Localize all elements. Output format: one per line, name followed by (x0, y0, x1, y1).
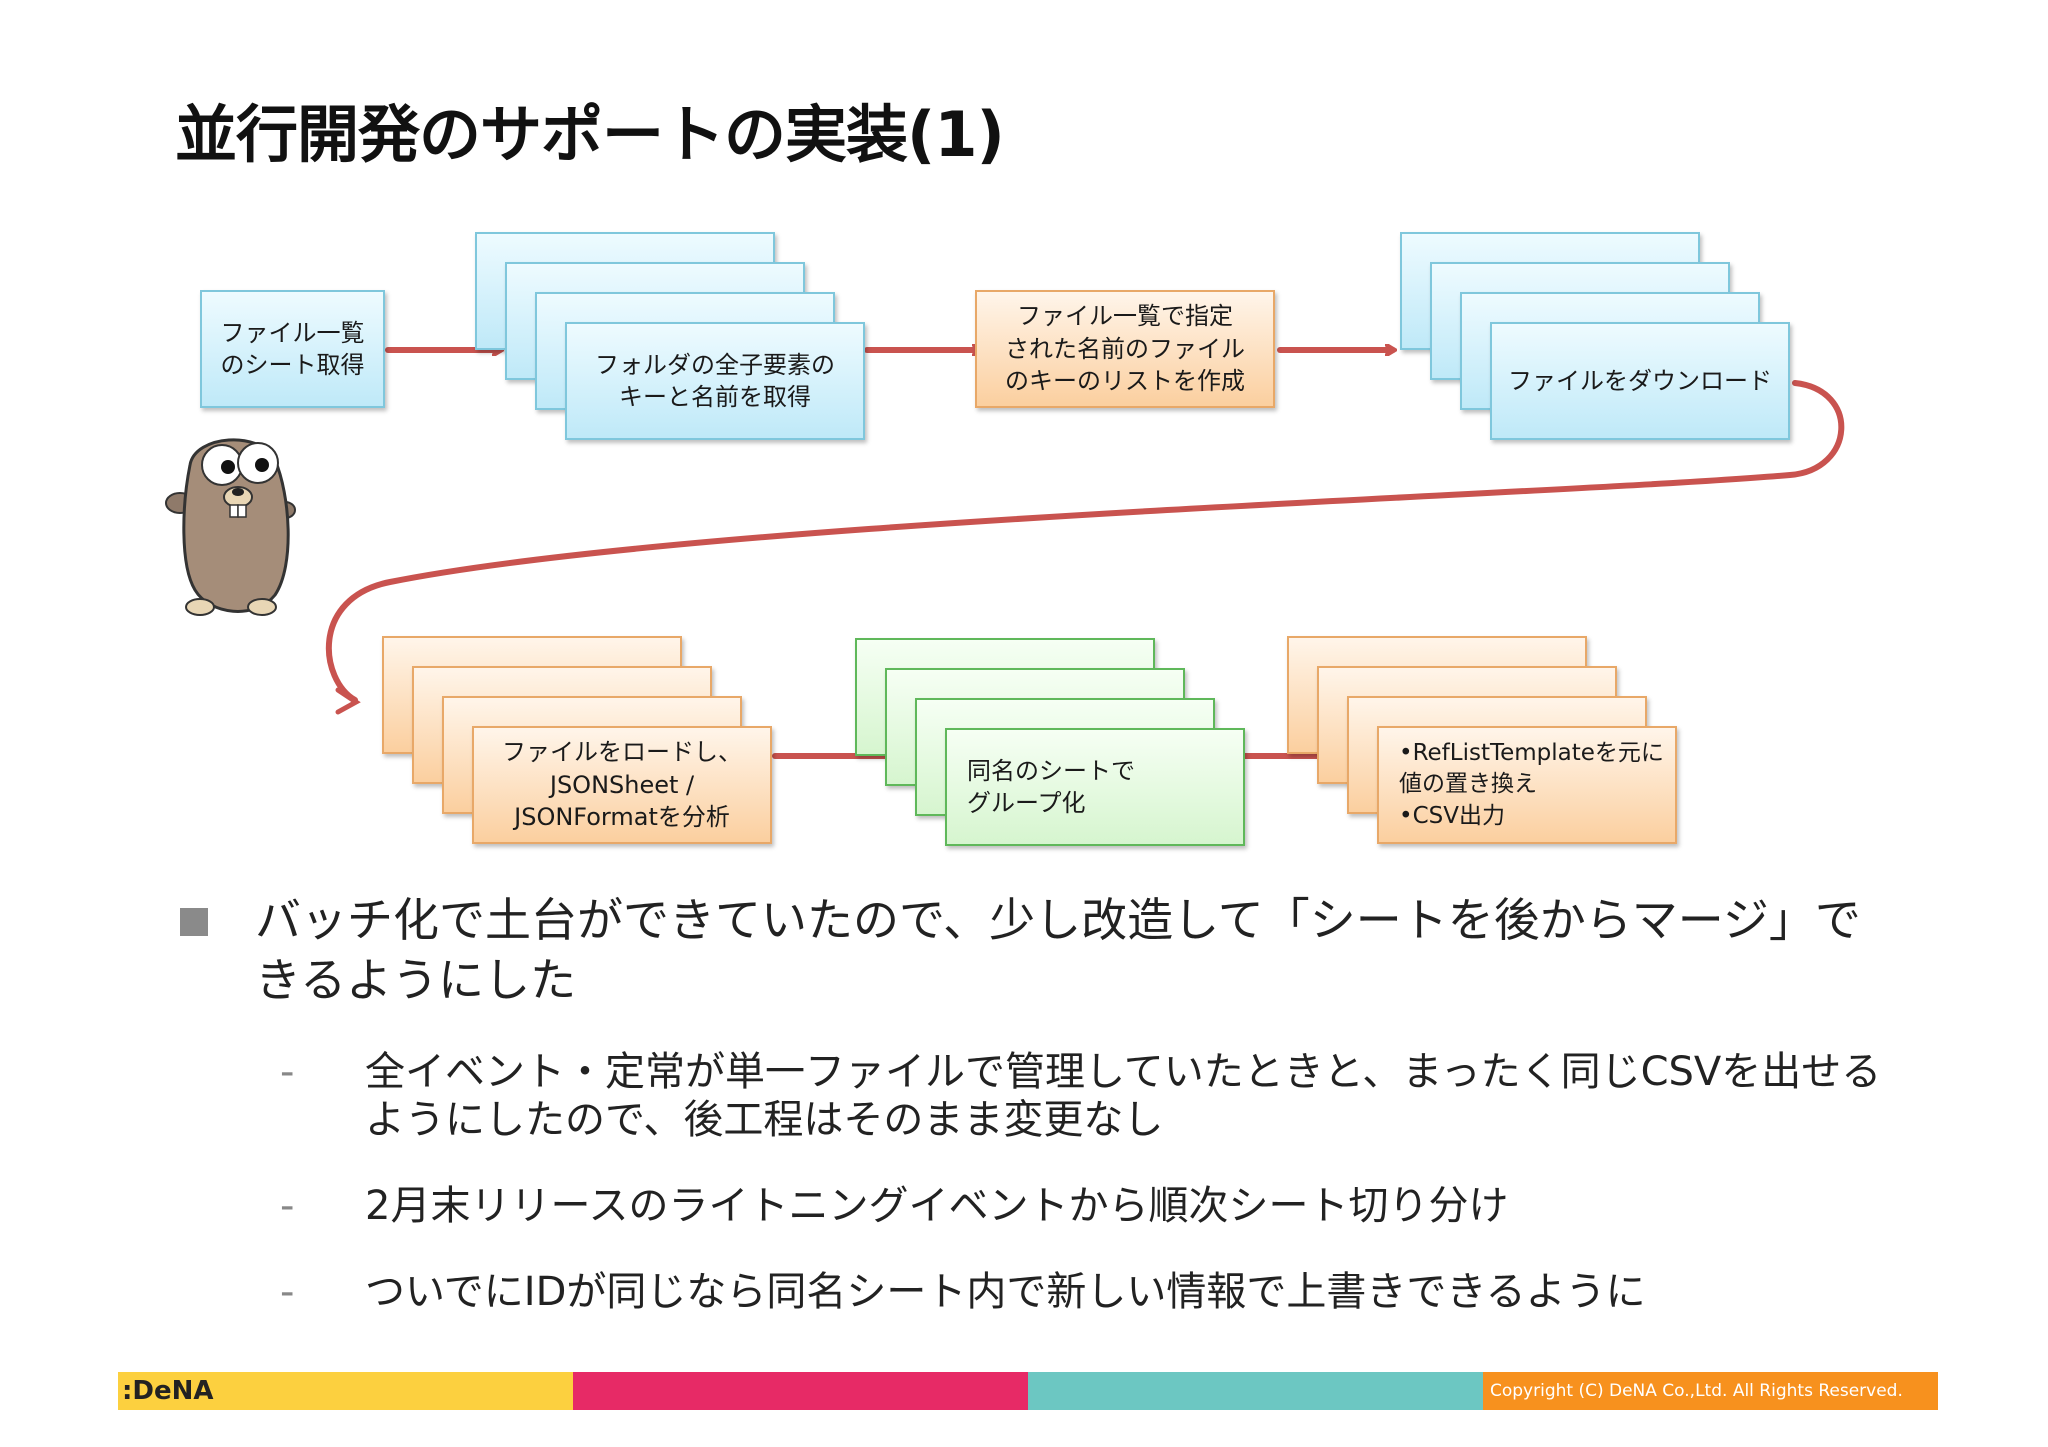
bullet-sub-text: ついでにIDが同じなら同名シート内で新しい情報で上書きできるように (365, 1269, 1646, 1315)
bullet-main: バッチ化で土台ができていたので、少し改造して「シートを後からマージ」できるように… (180, 890, 1900, 1010)
footer-segment-teal (1028, 1372, 1483, 1410)
gopher-mascot-icon (165, 438, 296, 616)
flow-step-create-key-list: ファイル一覧で指定 された名前のファイル のキーのリストを作成 (975, 290, 1275, 408)
bullet-sub-text: 2月末リリースのライトニングイベントから順次シート切り分け (365, 1183, 1509, 1229)
flow-step-label: 同名のシートで グループ化 (967, 756, 1135, 817)
flow-step-label: ファイル一覧で指定 された名前のファイル のキーのリストを作成 (1005, 302, 1245, 396)
footer-segment-orange (1483, 1372, 1938, 1410)
dash-icon: - (280, 1049, 295, 1095)
bullet-sub-2: - 2月末リリースのライトニングイベントから順次シート切り分け (180, 1182, 1900, 1230)
flow-step-group-by-sheet: 同名のシートで グループ化 (945, 728, 1245, 846)
flow-step-label: ファイル一覧 のシート取得 (220, 318, 365, 379)
footer-segment-yellow (118, 1372, 573, 1410)
footer-segment-pink (573, 1372, 1028, 1410)
flow-step-replace-and-output: •RefListTemplateを元に 値の置き換え •CSV出力 (1377, 726, 1677, 844)
flow-step-label: ファイルをダウンロード (1508, 366, 1772, 395)
bullet-main-text: バッチ化で土台ができていたので、少し改造して「シートを後からマージ」できるように… (255, 893, 1861, 1007)
flow-step-label: フォルダの全子要素の キーと名前を取得 (595, 350, 835, 411)
footer-bar (118, 1372, 1938, 1410)
bullet-sub-text: 全イベント・定常が単一ファイルで管理していたときと、まったく同じCSVを出せるよ… (365, 1049, 1882, 1143)
bullet-sub-1: - 全イベント・定常が単一ファイルで管理していたときと、まったく同じCSVを出せ… (180, 1048, 1900, 1144)
flow-step-get-file-list-sheet: ファイル一覧 のシート取得 (200, 290, 385, 408)
arrow-4-5 (325, 380, 1845, 703)
dash-icon: - (280, 1183, 295, 1229)
dash-icon: - (280, 1269, 295, 1315)
flow-step-label: •RefListTemplateを元に 値の置き換え •CSV出力 (1399, 740, 1664, 829)
flow-step-download-files: ファイルをダウンロード (1490, 322, 1790, 440)
bullet-square-icon (180, 908, 208, 936)
flow-step-load-and-analyze: ファイルをロードし、 JSONSheet / JSONFormatを分析 (472, 726, 772, 844)
flow-step-get-child-keys: フォルダの全子要素の キーと名前を取得 (565, 322, 865, 440)
slide-title: 並行開発のサポートの実装(1) (175, 98, 1005, 171)
dena-logo: :DeNA (122, 1376, 214, 1406)
flow-step-label: ファイルをロードし、 JSONSheet / JSONFormatを分析 (502, 738, 742, 832)
copyright-text: Copyright (C) DeNA Co.,Ltd. All Rights R… (1490, 1381, 1903, 1401)
bullet-list: バッチ化で土台ができていたので、少し改造して「シートを後からマージ」できるように… (180, 890, 1900, 1316)
bullet-sub-3: - ついでにIDが同じなら同名シート内で新しい情報で上書きできるように (180, 1268, 1900, 1316)
